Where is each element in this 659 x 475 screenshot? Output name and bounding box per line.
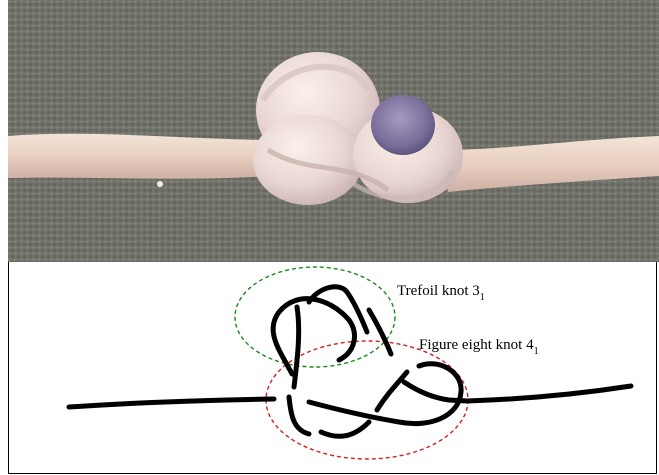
trefoil-strand-c [369, 310, 391, 354]
knot-purple-segment [371, 95, 435, 155]
knot-lower-loop [253, 115, 363, 205]
cord-left-line [69, 399, 274, 407]
knot-diagram: Trefoil knot 31 Figure eight knot 41 [8, 262, 657, 474]
fig8-strand-d [377, 372, 407, 410]
fig8-strand-c [321, 422, 369, 436]
trefoil-strand-d [294, 307, 299, 387]
fig8-strand-b [309, 364, 461, 424]
knot-diagram-svg: Trefoil knot 31 Figure eight knot 41 [9, 262, 658, 474]
figure-eight-label: Figure eight knot 41 [419, 337, 539, 357]
fig8-strand-a [289, 397, 309, 434]
knot-strands [69, 287, 631, 437]
cord-left [8, 134, 270, 179]
knot-photo [8, 0, 659, 262]
trefoil-label: Trefoil knot 31 [397, 283, 485, 303]
trefoil-strand-a [273, 299, 354, 374]
cord-right-line [467, 386, 631, 401]
cord-speck [157, 181, 163, 187]
fig8-strand-e [404, 382, 467, 401]
photo-illustration [8, 0, 659, 262]
